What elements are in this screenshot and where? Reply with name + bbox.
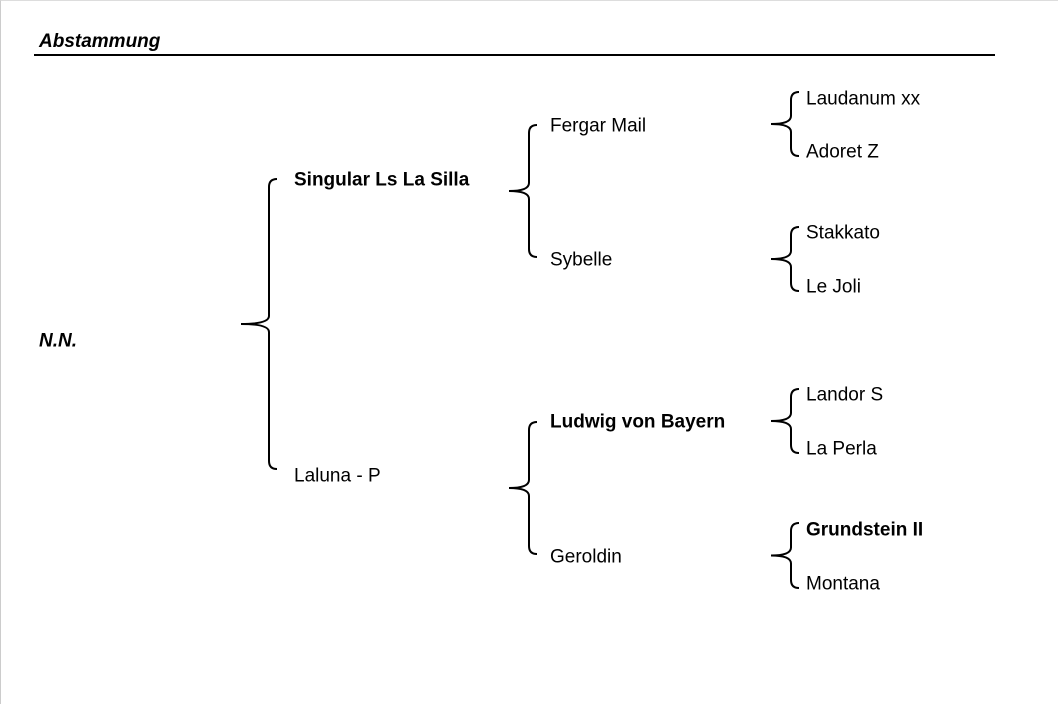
great-grandparent-name: Adoret Z (806, 141, 879, 163)
subject-name: N.N. (39, 330, 77, 352)
great-grandparent-name: Laudanum xx (806, 88, 921, 110)
great-grandparent-name: Stakkato (806, 222, 880, 244)
great-grandparent-name: Landor S (806, 384, 884, 406)
grandparent-name: Ludwig von Bayern (550, 411, 726, 433)
title-divider (34, 54, 995, 56)
grandparent-name: Sybelle (550, 249, 613, 271)
great-grandparent-name: Montana (806, 573, 880, 595)
great-grandparent-name: Le Joli (806, 276, 861, 298)
section-title: Abstammung (39, 31, 161, 52)
great-grandparent-name: La Perla (806, 438, 877, 460)
pedigree-brace (508, 124, 538, 258)
pedigree-brace (240, 178, 278, 470)
dam-name: Laluna - P (294, 465, 381, 487)
great-grandparent-name: Grundstein II (806, 519, 924, 541)
pedigree-brace (508, 421, 538, 555)
grandparent-name: Fergar Mail (550, 115, 647, 137)
pedigree-brace (770, 388, 800, 454)
grandparent-name: Geroldin (550, 546, 622, 568)
pedigree-brace (770, 226, 800, 292)
sire-name: Singular Ls La Silla (294, 169, 470, 191)
pedigree-brace (770, 91, 800, 157)
pedigree-brace (770, 522, 800, 589)
